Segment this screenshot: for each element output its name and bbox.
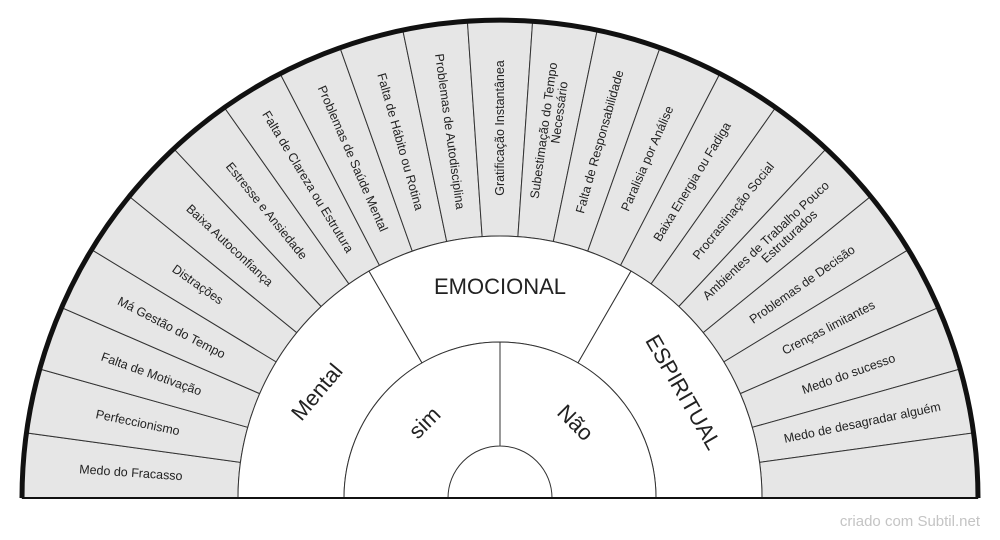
outer-rim: [19, 17, 981, 499]
inner-segment: [343, 341, 501, 499]
credit-footer: criado com Subtil.net: [839, 513, 980, 530]
inner-segment: [499, 341, 657, 499]
outer-label-gratificacao-instantanea: Gratificação Instantânea: [493, 60, 507, 196]
middle-label-emocional: EMOCIONAL: [434, 274, 566, 299]
